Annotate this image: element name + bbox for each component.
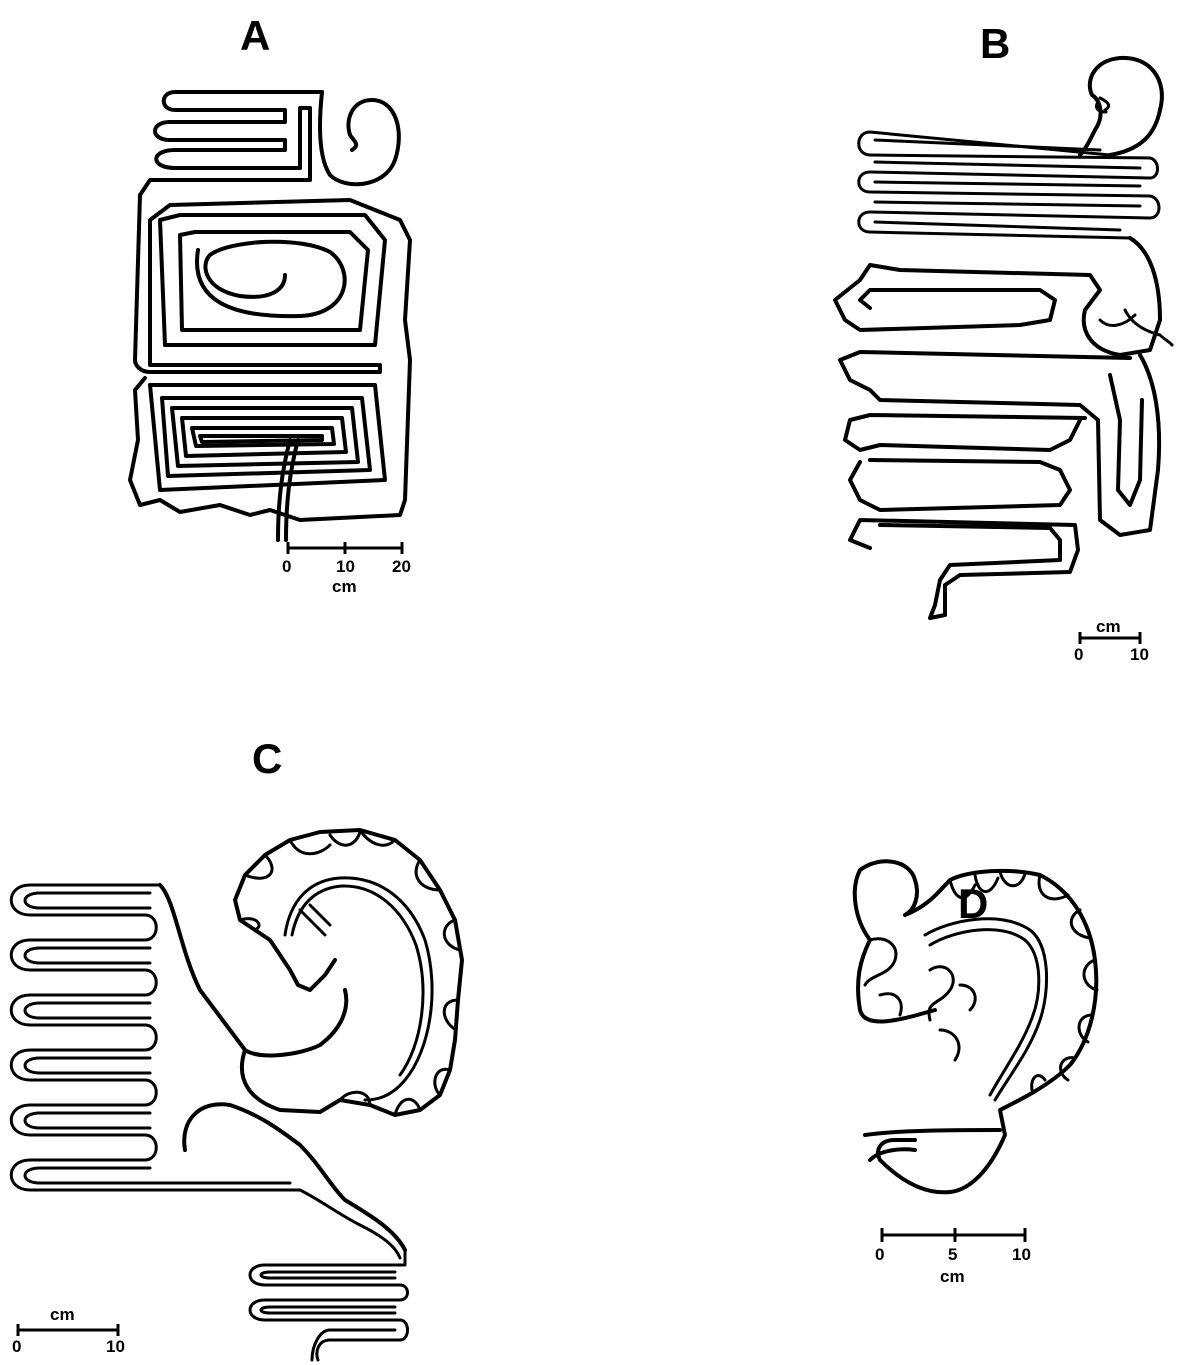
panel-d-scale-unit: cm	[940, 1267, 965, 1286]
panel-c-scale-bar	[18, 1324, 118, 1336]
panel-c-scale-tick-10: 10	[106, 1337, 125, 1356]
panel-a-scale-bar	[288, 542, 402, 554]
panel-a-stomach	[320, 92, 399, 184]
panel-b-scale-tick-10: 10	[1130, 645, 1149, 664]
panel-d-inner-lobes	[929, 967, 975, 1060]
panel-a-drawing	[130, 92, 410, 540]
panel-b-scale-tick-0: 0	[1074, 645, 1083, 664]
panel-c-rectum-inner	[300, 1190, 400, 1258]
panel-a-scale-tick-0: 0	[282, 557, 291, 576]
panel-d-colon-outer	[855, 861, 1096, 1192]
panel-a-lower-spiral-6	[200, 436, 322, 442]
panel-c-scale-tick-0: 0	[12, 1337, 21, 1356]
panel-d-scale-tick-5: 5	[948, 1245, 957, 1264]
panel-d-scale-tick-0: 0	[875, 1245, 884, 1264]
panel-a-small-intestine-top	[140, 92, 322, 195]
panel-b-drawing	[835, 58, 1172, 618]
panel-a-scale-tick-10: 10	[336, 557, 355, 576]
panel-d-drawing	[855, 861, 1097, 1192]
panel-c-ileum	[160, 885, 346, 1055]
panel-b-colon-loop-6	[850, 520, 1078, 618]
panel-b-colon-loop-3	[1110, 375, 1142, 505]
panel-d-scale-bar	[882, 1228, 1025, 1242]
panel-d-colon-inner	[925, 919, 1047, 1100]
panel-a-scale-tick-20: 20	[392, 557, 411, 576]
panel-b-colon-loop-5	[850, 460, 1070, 510]
panel-c-small-intestine-bottom	[250, 1250, 408, 1360]
panel-c-rectum	[184, 1104, 405, 1250]
panel-d-base	[865, 1130, 1000, 1160]
panel-b-colon-loop-outer	[835, 238, 1160, 355]
panel-c-drawing	[11, 830, 462, 1360]
panel-c-colon-tail	[300, 905, 330, 935]
panel-c-colon-outer	[235, 830, 462, 1115]
panel-c-scale-unit: cm	[50, 1305, 75, 1324]
panel-a-scale-unit: cm	[332, 577, 357, 596]
panel-d-scale-tick-10: 10	[1012, 1245, 1031, 1264]
panel-b-stomach	[1080, 58, 1162, 155]
panel-b-colon-loop-4	[845, 415, 1085, 450]
panel-b-scale-unit: cm	[1096, 617, 1121, 636]
panel-d-stomach	[865, 939, 901, 1015]
panel-a-upper-spiral-inner2	[197, 242, 345, 316]
